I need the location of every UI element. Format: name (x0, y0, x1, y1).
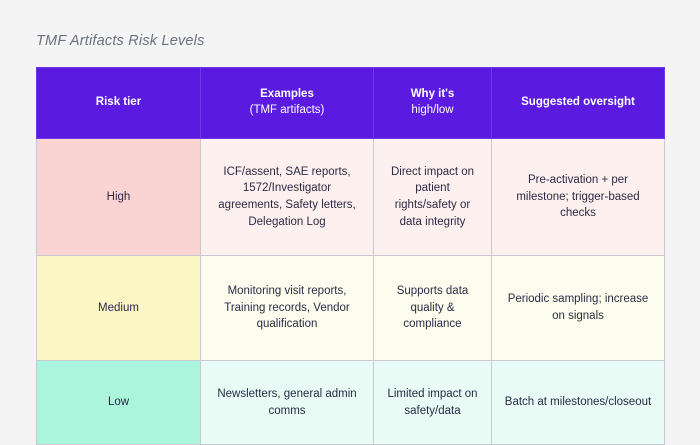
column-header-risk-tier: Risk tier (36, 67, 201, 139)
oversight-cell-medium: Periodic sampling; increase on signals (491, 255, 665, 361)
risk-table-container: Risk tier Examples (TMF artifacts) Why i… (36, 67, 665, 445)
column-header-examples-label: Examples (260, 88, 314, 101)
table-header: Risk tier Examples (TMF artifacts) Why i… (36, 67, 665, 139)
risk-tier-cell-high: High (36, 138, 201, 256)
column-header-why-label: Why it's (410, 88, 455, 101)
column-header-why: Why it's high/low (373, 67, 492, 139)
column-header-why-sublabel: high/low (411, 104, 454, 116)
table-header-row: Risk tier Examples (TMF artifacts) Why i… (36, 67, 665, 139)
oversight-cell-high: Pre-activation + per milestone; trigger-… (491, 138, 665, 256)
column-header-examples-sublabel: (TMF artifacts) (249, 104, 325, 116)
page-title: TMF Artifacts Risk Levels (36, 33, 205, 49)
table-row: Low Newsletters, general admin comms Lim… (36, 360, 665, 445)
examples-cell-medium: Monitoring visit reports, Training recor… (200, 255, 374, 361)
column-header-suggested-oversight-label: Suggested oversight (521, 96, 635, 109)
column-header-risk-tier-label: Risk tier (95, 96, 142, 109)
page-root: TMF Artifacts Risk Levels Risk tier Exam… (36, 33, 665, 445)
oversight-cell-low: Batch at milestones/closeout (491, 360, 665, 445)
column-header-examples: Examples (TMF artifacts) (200, 67, 374, 139)
risk-tier-cell-low: Low (36, 360, 201, 445)
table-body: High ICF/assent, SAE reports, 1572/Inves… (36, 138, 665, 445)
why-cell-low: Limited impact on safety/data (373, 360, 492, 445)
examples-cell-high: ICF/assent, SAE reports, 1572/Investigat… (200, 138, 374, 256)
table-row: Medium Monitoring visit reports, Trainin… (36, 255, 665, 361)
examples-cell-low: Newsletters, general admin comms (200, 360, 374, 445)
table-row: High ICF/assent, SAE reports, 1572/Inves… (36, 138, 665, 256)
risk-tier-cell-medium: Medium (36, 255, 201, 361)
column-header-suggested-oversight: Suggested oversight (491, 67, 665, 139)
why-cell-medium: Supports data quality & compliance (373, 255, 492, 361)
tmf-risk-levels-table: Risk tier Examples (TMF artifacts) Why i… (36, 67, 665, 445)
why-cell-high: Direct impact on patient rights/safety o… (373, 138, 492, 256)
